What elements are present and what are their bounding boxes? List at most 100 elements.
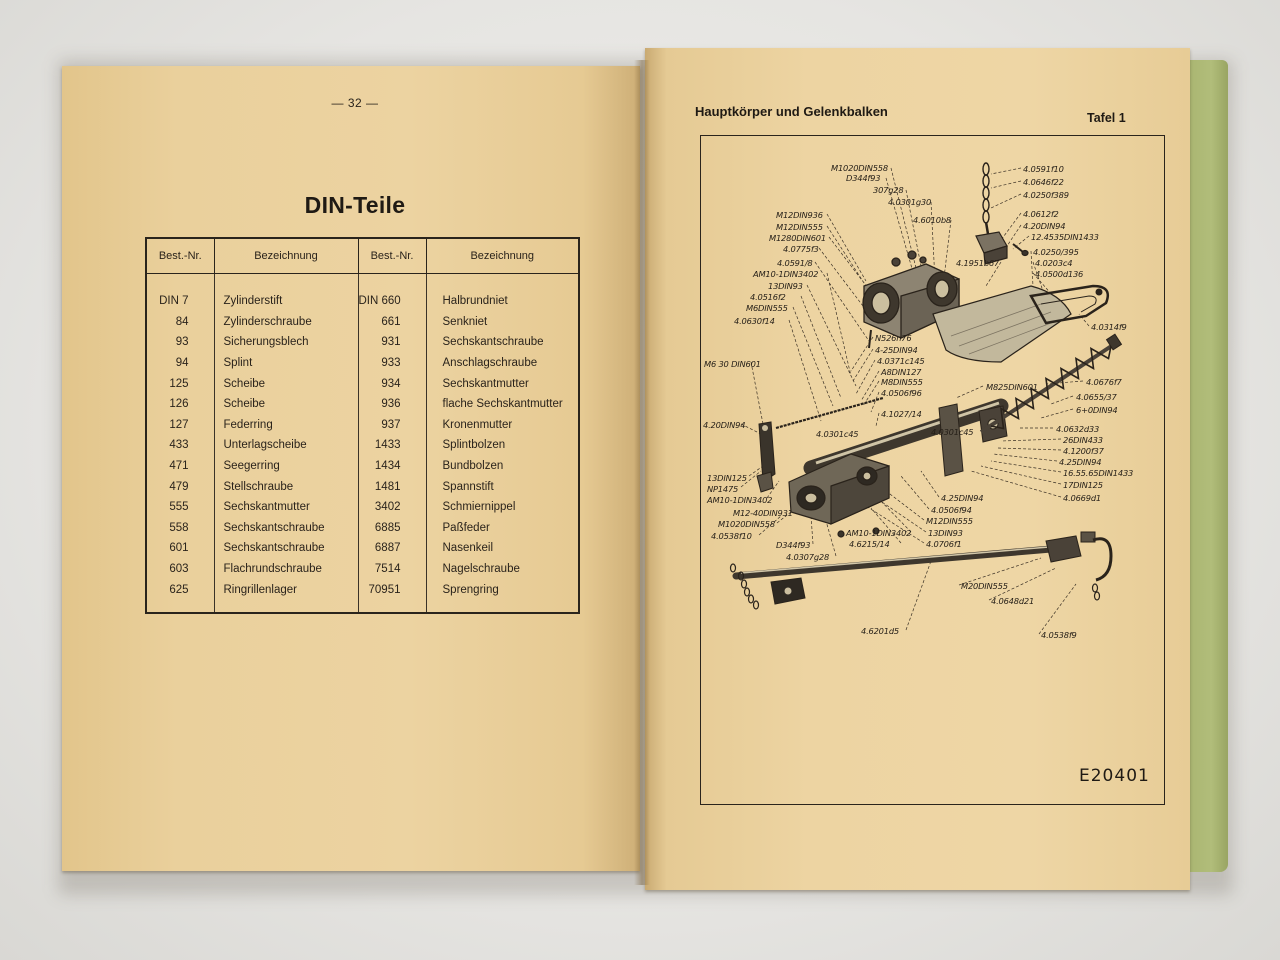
- part-label: 4.0648d21: [991, 596, 1035, 606]
- part-number: 94: [175, 357, 189, 370]
- part-label: 4.0516f2: [750, 292, 786, 302]
- part-number: 6887: [357, 538, 426, 559]
- designation: Stellschraube: [213, 476, 358, 497]
- part-label: AM10-1DIN3402: [846, 528, 912, 538]
- part-label: 4.0307g28: [786, 552, 830, 562]
- designation: Spannstift: [425, 476, 579, 497]
- top-bracket-block: [975, 231, 1029, 265]
- part-label: 4.0706f1: [926, 539, 962, 549]
- part-label: 4.0371c145: [877, 356, 925, 366]
- designation: Splintbolzen: [425, 435, 579, 456]
- right-page: Hauptkörper und Gelenkbalken Tafel 1: [645, 48, 1190, 890]
- part-label: 4.0676f7: [1086, 377, 1122, 387]
- part-label: 4.0250/395: [1033, 247, 1079, 257]
- column-header-designation: Bezeichnung: [213, 238, 358, 274]
- part-number: 126: [169, 398, 189, 411]
- designation: Anschlagschraube: [425, 352, 579, 374]
- part-label: 4.0632d33: [1056, 424, 1100, 434]
- part-label: 4.0591/8: [777, 258, 813, 268]
- part-label: 4.6201d5: [861, 626, 899, 636]
- part-label: 4.0506f94: [931, 505, 972, 515]
- part-label: 4.6010b8: [913, 215, 951, 225]
- book-gutter: [634, 60, 650, 885]
- part-number: 933: [357, 352, 426, 374]
- linkage-rod: [756, 396, 884, 493]
- designation: Nasenkeil: [425, 538, 579, 559]
- designation: Nagelschraube: [425, 558, 579, 580]
- part-label: 4.0655/37: [1076, 392, 1117, 402]
- part-label: A8DIN127: [881, 367, 922, 377]
- part-label: 26DIN433: [1063, 435, 1103, 445]
- part-label: 16.55.65DIN1433: [1063, 468, 1134, 478]
- drawbar: [732, 544, 1067, 605]
- designation: Flachrundschraube: [213, 558, 358, 580]
- part-label: 307g28: [873, 185, 904, 195]
- part-number: 1481: [357, 476, 426, 497]
- designation: Scheibe: [213, 393, 358, 415]
- part-label: AM10-1DIN3402: [707, 495, 773, 505]
- part-label: AM10-1DIN3402: [753, 269, 819, 279]
- designation: Zylinderstift: [213, 291, 358, 312]
- part-label: 4.20DIN94: [1023, 221, 1066, 231]
- part-number: 937: [357, 414, 426, 436]
- part-label: M12DIN936: [776, 210, 823, 220]
- part-label: N526n76: [875, 333, 912, 343]
- part-label: D344f93: [776, 540, 811, 550]
- part-label: M1020DIN558: [718, 519, 775, 529]
- designation: Schmiernippel: [425, 496, 579, 518]
- parts-drawing: [729, 162, 1123, 635]
- part-label: M6 30 DIN601: [704, 359, 761, 369]
- designation: Scheibe: [213, 373, 358, 394]
- part-label: NP1475: [707, 484, 739, 494]
- part-label: 13DIN125: [707, 473, 747, 483]
- part-label: M8DIN555: [881, 377, 923, 387]
- designation: Sechskantschraube: [213, 517, 358, 539]
- part-label: 4.0538f10: [711, 531, 752, 541]
- part-label: 4.0203c4: [1035, 258, 1073, 268]
- designation: Kronenmutter: [425, 414, 579, 436]
- upper-bracket: [1029, 284, 1110, 325]
- part-number: 433: [169, 439, 189, 452]
- designation: Bundbolzen: [425, 455, 579, 477]
- part-number: 1433: [357, 435, 426, 456]
- page-title: DIN-Teile: [304, 192, 406, 218]
- part-number: 661: [357, 311, 426, 333]
- top-chain-rod: [982, 162, 990, 235]
- part-number: 6885: [357, 517, 426, 539]
- part-label: 4.20DIN94: [703, 420, 746, 430]
- part-label: 13DIN93: [768, 281, 803, 291]
- part-number: 625: [169, 583, 189, 596]
- part-label: 4.6215/14: [849, 539, 890, 549]
- part-label: 4.0301g30: [888, 197, 932, 207]
- part-label: M6DIN555: [746, 303, 788, 313]
- part-number: 3402: [357, 496, 426, 518]
- designation: Splint: [213, 352, 358, 374]
- part-label: 4.0250f389: [1023, 190, 1069, 200]
- designation: Federring: [213, 414, 358, 436]
- part-label: 4.0669d1: [1063, 493, 1101, 503]
- part-label: 13DIN93: [928, 528, 963, 538]
- hanging-chain: [729, 563, 760, 610]
- plate-number: Tafel 1: [1087, 111, 1126, 125]
- column-header-designation: Bezeichnung: [425, 238, 579, 274]
- designation: flache Sechskantmutter: [425, 393, 579, 415]
- part-label: M825DIN601: [986, 382, 1038, 392]
- part-label: 4.1951b67: [956, 258, 1000, 268]
- designation: Sechskantschraube: [213, 538, 358, 559]
- part-number: 70951: [357, 579, 426, 600]
- table-spacer: [146, 273, 579, 291]
- part-label: 4-25DIN94: [875, 345, 918, 355]
- part-label: 4.25DIN94: [1059, 457, 1102, 467]
- part-number: 127: [169, 418, 189, 431]
